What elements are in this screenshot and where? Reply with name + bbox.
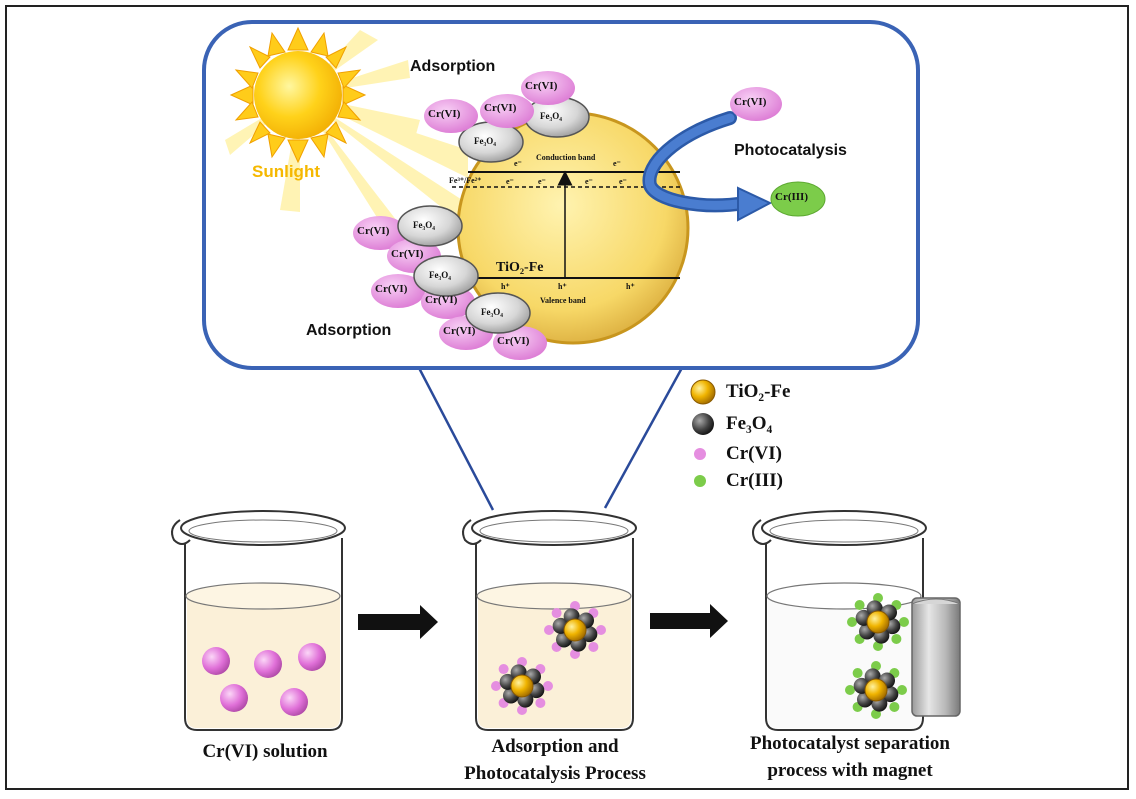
figure-frame [5,5,1129,790]
adsorbed-cluster-top [424,71,590,163]
cr6-bubble [353,216,407,250]
cr6-bubble-label: Cr(VI) [443,325,476,337]
chromium-dot [498,664,509,675]
sun-icon [229,26,367,164]
fe3o4-bubble [413,255,479,297]
catalyst-cluster [845,661,907,719]
chromium-dot [588,641,599,652]
fe3o4-bubble-label: Fe₃O₄ [413,220,435,230]
tio2fe-center-label: TiO₂-Fe [496,260,544,275]
photocatalysis-arrow [645,113,750,210]
sunlight-label: Sunlight [252,162,320,181]
cr6-bubble [480,94,534,128]
electron-label: e⁻ [613,159,621,168]
cr6-bubble-label: Cr(VI) [391,248,424,260]
fe3o4-bubble-label: Fe₃O₄ [474,136,496,146]
catalyst-cluster [544,601,606,659]
cr6-free-bubble [730,87,782,121]
caption-left: Cr(VI) solution [202,741,328,762]
chromium-dot [845,685,855,695]
hole-label: h⁺ [501,282,510,291]
cr6-bubble-label: Cr(VI) [525,80,558,92]
cr6-free-label: Cr(VI) [734,96,767,108]
tio2fe-core [864,678,888,702]
cr6-bubble-label: Cr(VI) [375,283,408,295]
cr6-bubble-label: Cr(VI) [484,102,517,114]
chromium-dot [491,681,501,691]
chromium-dot [854,600,865,611]
chromium-dot [544,625,554,635]
chromium-dot [899,617,909,627]
legend-swatch-fe3o4 [692,413,714,435]
chromium-dot [543,681,553,691]
cr3-product-bubble [770,181,826,217]
catalyst-cluster [491,657,553,715]
photocatalysis-arrow-head [737,186,773,222]
photocatalysis-label: Photocatalysis [734,142,847,159]
fe3o4-bubble-label: Fe₃O₄ [540,111,562,121]
fe-couple-label: Fe³⁺/Fe²⁺ [449,176,482,185]
legend-item-cr6: Cr(VI) [726,443,782,464]
cr6-bubble-label: Cr(VI) [357,225,390,237]
conduction-band-label: Conduction band [536,153,596,162]
process-arrow-1 [358,605,438,639]
cr6-bubble-label: Cr(VI) [428,108,461,120]
hole-label: h⁺ [558,282,567,291]
chromium-dot [891,633,902,644]
caption-right: Photocatalyst separation process with ma… [749,733,950,781]
adsorption-bottom-label: Adsorption [306,322,392,339]
chromium-dot [535,697,546,708]
hole-label: h⁺ [626,282,635,291]
fe3o4-bubble-label: Fe₃O₄ [429,270,451,280]
zoom-line-right [603,365,685,509]
cr6-bubble-label: Cr(VI) [497,335,530,347]
valence-band-label: Valence band [540,296,586,305]
chromium-dot [596,625,606,635]
electron-label: e⁻ [506,177,514,186]
chromium-dot [847,617,857,627]
magnet-icon [911,597,961,717]
legend-item-cr3: Cr(III) [726,470,783,491]
tio2fe-core [866,610,890,634]
legend-swatch-cr6 [694,448,706,460]
cr6-bubble [371,274,425,308]
electron-label: e⁻ [585,177,593,186]
legend-swatch-cr3 [694,475,706,487]
cr6-bubble [424,99,478,133]
electron-label: e⁻ [514,159,522,168]
adsorbed-cluster-bottom [353,205,547,360]
adsorption-top-label: Adsorption [410,58,496,75]
process-arrow-2 [650,604,728,638]
tio2fe-core [510,674,534,698]
beaker-left [171,510,346,731]
fe3o4-bubble-label: Fe₃O₄ [481,307,503,317]
cr6-bubble [521,71,575,105]
fe3o4-bubble [465,292,531,334]
electron-label: e⁻ [538,177,546,186]
cr6-bubble [493,326,547,360]
chromium-dot [852,668,863,679]
chromium-dot [551,608,562,619]
cr6-bubble-label: Cr(VI) [425,294,458,306]
tio2fe-core [563,618,587,642]
chromium-dot [897,685,907,695]
catalyst-cluster [847,593,909,651]
zoom-line-left [416,365,495,511]
legend-item-tio2fe: TiO₂-Fe [726,381,791,402]
cr3-product-label: Cr(III) [775,191,808,203]
legend-item-fe3o4: Fe₃O₄ [726,413,773,434]
beaker-middle [462,510,637,731]
caption-middle: Adsorption and Photocatalysis Process [464,736,646,784]
chromium-dot [889,701,900,712]
fe3o4-bubble [397,205,463,247]
beaker-right [752,510,927,731]
electron-label: e⁻ [619,177,627,186]
legend-swatch-tio2fe [690,379,716,405]
